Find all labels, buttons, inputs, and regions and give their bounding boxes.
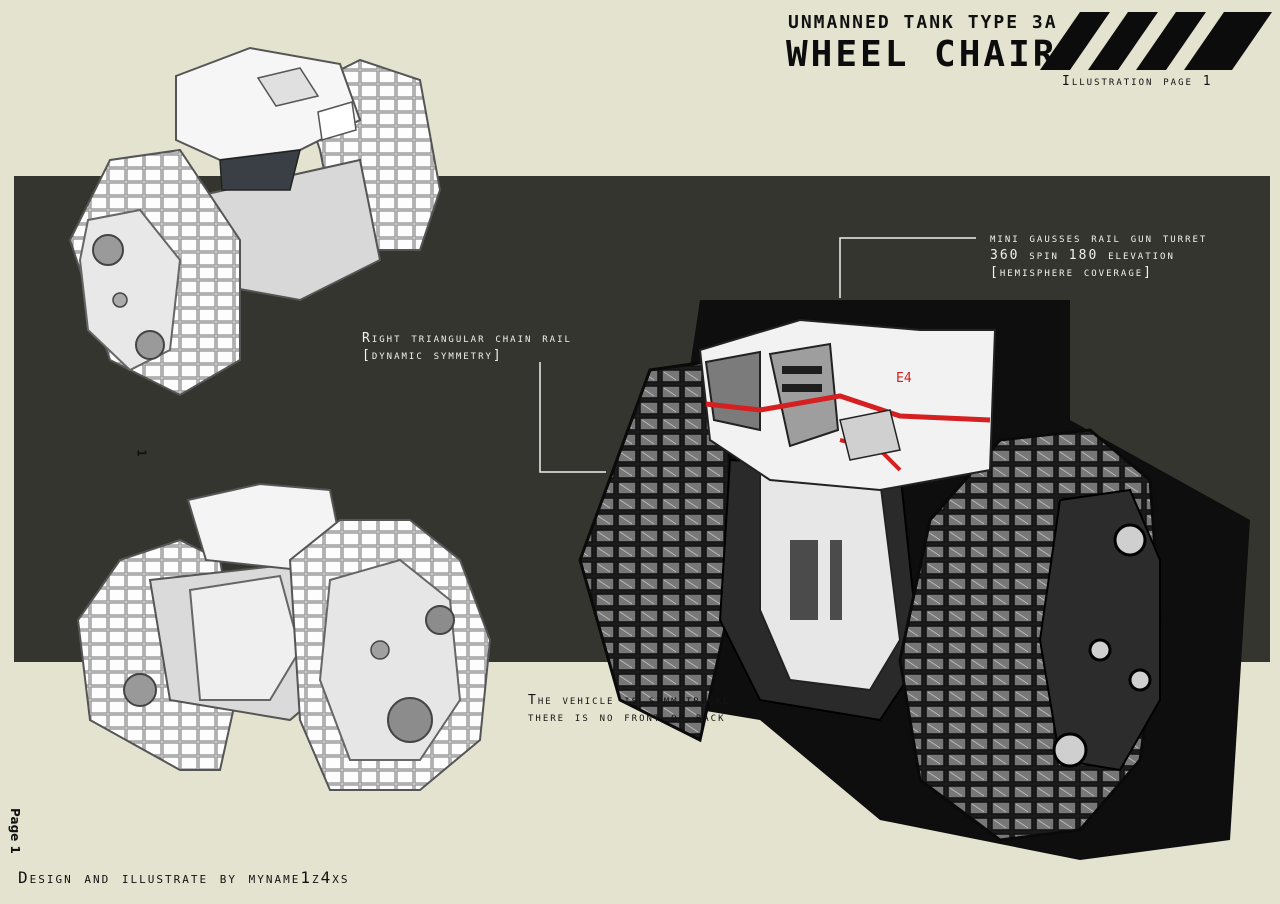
vertical-page-label: Page 1 xyxy=(8,808,22,854)
annotation-leader-lines xyxy=(539,237,976,473)
svg-text:E4: E4 xyxy=(896,371,912,386)
side-number-mark: 1 xyxy=(134,449,149,457)
design-credit: Design and illustrate by myname1z4xs xyxy=(18,868,350,887)
chain-rail-annotation: Right triangular chain rail [dynamic sym… xyxy=(362,331,572,363)
header-stripe-decoration xyxy=(1040,12,1272,70)
top-left-tank-model xyxy=(68,46,442,397)
header-title: WHEEL CHAIR xyxy=(786,34,1058,75)
right-shaded-tank-model: E4 xyxy=(578,300,1250,860)
symmetry-annotation: The vehicle is symmetrical there is no f… xyxy=(528,693,731,725)
header-subtitle: UNMANNED TANK TYPE 3A xyxy=(788,12,1058,33)
bottom-left-tank-model xyxy=(76,482,492,791)
header-page-label: Illustration page 1 xyxy=(1062,74,1213,89)
turret-annotation: mini gausses rail gun turret 360 spin 18… xyxy=(990,231,1208,280)
